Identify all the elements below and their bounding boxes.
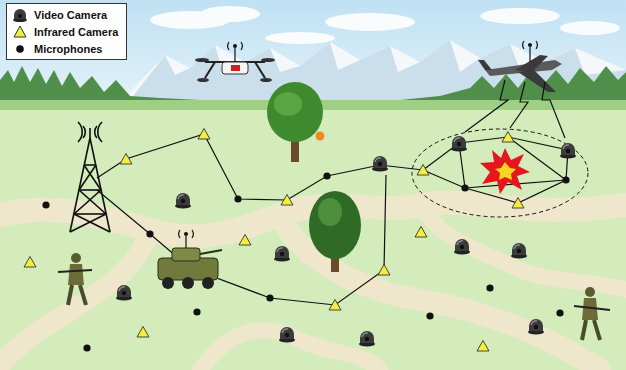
legend-swatch xyxy=(12,41,28,57)
infrared-cameras xyxy=(24,129,524,352)
legend-entry: Video Camera xyxy=(12,6,118,23)
network-links xyxy=(97,134,568,305)
event-region xyxy=(412,129,588,217)
microphones xyxy=(42,172,569,351)
tree xyxy=(267,82,325,162)
legend: Video CameraInfrared CameraMicrophones xyxy=(6,3,127,60)
clouds xyxy=(150,6,620,44)
legend-swatch xyxy=(12,7,28,23)
radio-links xyxy=(465,80,565,138)
tree xyxy=(309,191,361,272)
soldier xyxy=(574,287,610,340)
grass xyxy=(0,110,626,370)
legend-entry: Microphones xyxy=(12,40,118,57)
quadcopter xyxy=(195,42,275,82)
legend-label: Video Camera xyxy=(34,9,107,21)
armored-vehicle xyxy=(158,230,222,289)
mountain-shade xyxy=(130,40,626,100)
radio-tower xyxy=(70,122,110,232)
legend-label: Infrared Camera xyxy=(34,26,118,38)
explosion xyxy=(480,148,530,194)
soldier xyxy=(58,253,92,305)
mountains xyxy=(130,40,626,100)
legend-entry: Infrared Camera xyxy=(12,23,118,40)
video-cameras xyxy=(116,136,576,347)
legend-swatch xyxy=(12,24,28,40)
legend-label: Microphones xyxy=(34,43,102,55)
uav xyxy=(478,41,562,92)
